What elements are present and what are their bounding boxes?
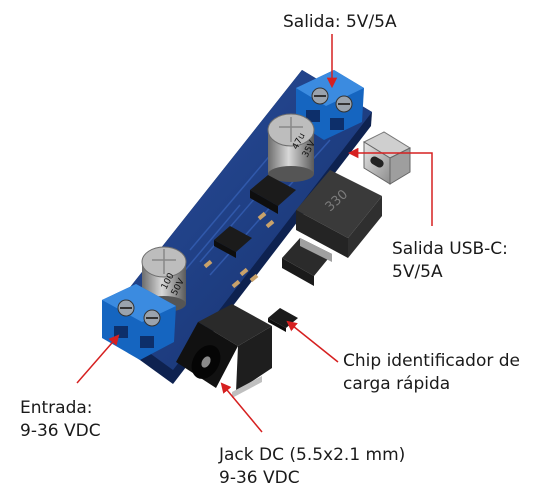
inductor: 330 <box>296 170 382 258</box>
label-chip-line1: Chip identificador de <box>343 351 521 371</box>
mosfet <box>282 238 332 286</box>
usb-c-port <box>362 131 412 185</box>
arrow-chip <box>286 320 339 363</box>
label-chip-line2: carga rápida <box>343 374 451 394</box>
callout-arrows <box>76 34 433 433</box>
label-dc-jack-line2: 9-36 VDC <box>219 468 300 488</box>
label-output: Salida: 5V/5A <box>283 11 397 34</box>
label-usb-c-line1: Salida USB-C: <box>392 239 508 259</box>
arrow-usb-c <box>347 147 433 226</box>
output-screw-terminal <box>296 70 364 140</box>
label-usb-c-line2: 5V/5A <box>392 262 443 282</box>
label-fast-charge-chip: Chip identificador de carga rápida <box>343 350 520 396</box>
arrow-dc-jack <box>220 382 263 433</box>
label-dc-jack-line1: Jack DC (5.5x2.1 mm) <box>219 445 406 465</box>
ic-chip-main <box>250 175 296 214</box>
ic-chip-small <box>214 226 252 258</box>
smd-components <box>203 211 275 289</box>
input-screw-terminal <box>102 284 176 360</box>
label-input-line1: Entrada: <box>20 398 93 418</box>
label-dc-jack: Jack DC (5.5x2.1 mm) 9-36 VDC <box>219 444 405 490</box>
label-output-text: Salida: 5V/5A <box>283 12 397 32</box>
label-input-line2: 9-36 VDC <box>20 421 101 441</box>
label-usb-c: Salida USB-C: 5V/5A <box>392 238 508 284</box>
dc-barrel-jack <box>176 304 272 398</box>
capacitor-top: 47u 35V <box>267 113 318 182</box>
arrow-input <box>76 334 120 384</box>
label-input: Entrada: 9-36 VDC <box>20 397 101 443</box>
fast-charge-chip <box>268 308 298 332</box>
